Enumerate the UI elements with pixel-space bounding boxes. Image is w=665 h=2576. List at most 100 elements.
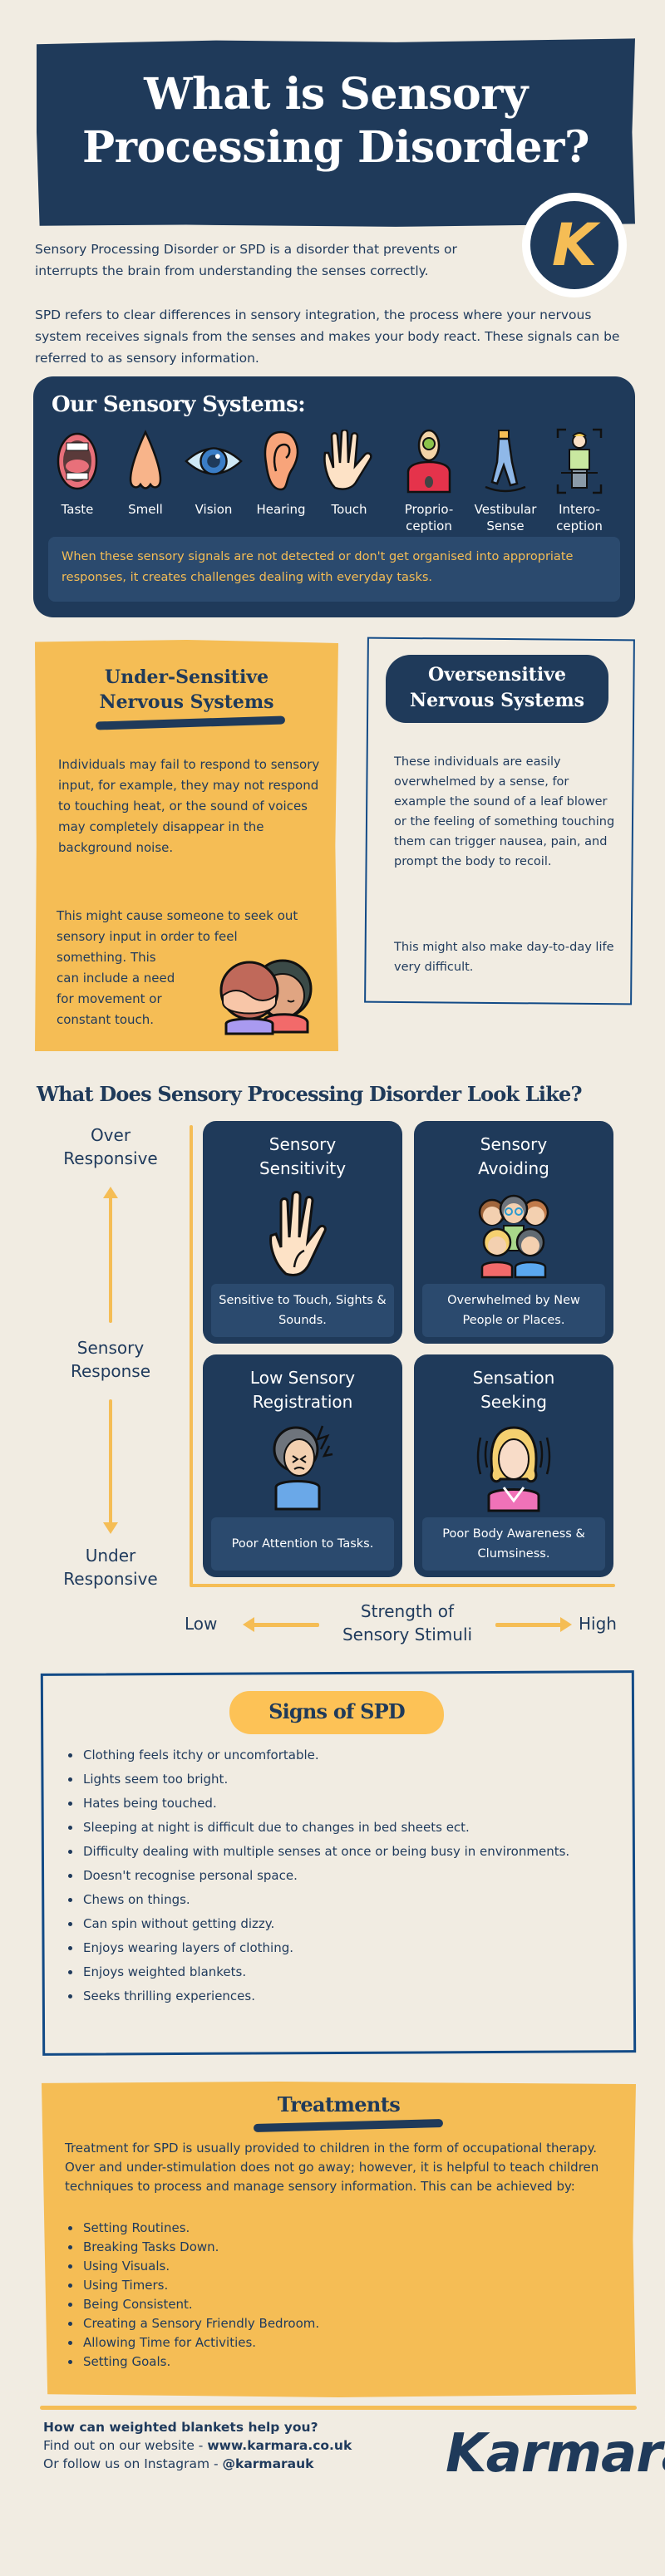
x-axis-label: Strength of Sensory Stimuli <box>342 1601 473 1644</box>
interoception-icon <box>550 428 608 494</box>
y-axis-middle-label: Sensory Response <box>70 1338 151 1381</box>
footer-question: How can weighted blankets help you? <box>43 2420 318 2435</box>
list-item: Chews on things. <box>66 1888 582 1912</box>
quadrant-low-sensory-registration: Low Sensory Registration Poor Attention … <box>203 1354 402 1577</box>
list-item: Creating a Sensory Friendly Bedroom. <box>66 2314 565 2333</box>
sense-smell: Smell <box>112 428 179 518</box>
footer-website-line: Find out on our website - www.karmara.co… <box>43 2436 352 2455</box>
list-item: Using Visuals. <box>66 2257 565 2276</box>
under-sensitive-paragraph-2: This might cause someone to seek out sen… <box>57 906 323 1030</box>
sense-interoception: Intero- ception <box>546 428 613 534</box>
sense-label: Vision <box>195 502 233 517</box>
title-line: Nervous Systems <box>99 691 274 713</box>
woman-icon <box>464 1421 564 1512</box>
under-sensitive-title: Under-Sensitive Nervous Systems <box>35 665 338 715</box>
y-axis-bottom-label: Under Responsive <box>63 1546 158 1589</box>
sense-touch: Touch <box>316 428 382 518</box>
sense-label: Hearing <box>256 502 306 517</box>
title-banner <box>37 38 635 227</box>
footer-divider <box>40 2406 637 2410</box>
hug-icon <box>214 954 321 1035</box>
headache-person-icon <box>253 1421 352 1512</box>
sense-label: Taste <box>61 502 94 517</box>
title-line: Under-Sensitive <box>104 666 269 688</box>
arrow-up-shaft <box>109 1197 112 1323</box>
logo-letter: K <box>551 211 598 279</box>
list-item: Doesn't recognise personal space. <box>66 1864 582 1888</box>
instagram-link[interactable]: @karmarauk <box>222 2456 314 2471</box>
list-item: Enjoys weighted blankets. <box>66 1960 582 1984</box>
karmara-brand-logo: Karmara <box>446 2423 665 2485</box>
nose-icon <box>116 428 175 494</box>
sensory-systems-note: When these sensory signals are not detec… <box>48 537 620 602</box>
quadrant-title: Low Sensory Registration <box>249 1368 356 1412</box>
treatments-panel <box>42 2082 636 2397</box>
arrow-up-icon <box>103 1187 118 1198</box>
eye-icon <box>185 428 243 494</box>
signs-title-badge <box>229 1691 444 1734</box>
signs-title: Signs of SPD <box>268 1699 406 1723</box>
arrow-down-icon <box>103 1522 118 1534</box>
karmara-k-logo-icon: K <box>530 201 618 289</box>
x-axis-high-label: High <box>579 1614 617 1634</box>
sense-label: Proprio- ception <box>404 502 454 533</box>
text-line: constant touch. <box>57 1012 155 1027</box>
sense-vestibular: Vestibular Sense <box>472 428 539 534</box>
title-line-2: Processing Disorder? <box>81 122 590 173</box>
arrow-left-icon <box>243 1617 254 1632</box>
crowd-icon <box>464 1187 564 1279</box>
under-sensitive-paragraph-1: Individuals may fail to respond to senso… <box>58 757 320 855</box>
sense-label: Smell <box>128 502 163 517</box>
sense-label: Vestibular Sense <box>474 502 537 533</box>
arrow-down-shaft <box>109 1399 112 1524</box>
oversensitive-title: Oversensitive Nervous Systems <box>386 662 608 714</box>
list-item: Difficulty dealing with multiple senses … <box>66 1840 582 1864</box>
ear-icon <box>252 428 310 494</box>
vestibular-icon <box>476 428 534 494</box>
list-item: Sleeping at night is difficult due to ch… <box>66 1816 582 1840</box>
list-item: Setting Routines. <box>66 2219 565 2238</box>
list-item: Using Timers. <box>66 2276 565 2295</box>
footer-website-prefix: Find out on our website - <box>43 2438 208 2453</box>
oversensitive-paragraph-2: This might also make day-to-day life ver… <box>394 941 614 974</box>
sense-label: Intero- ception <box>556 502 603 533</box>
intro-paragraph-2: SPD refers to clear differences in senso… <box>35 307 620 366</box>
oversensitive-paragraph-1: These individuals are easily overwhelmed… <box>394 755 615 868</box>
quadrant-sensory-avoiding: Sensory Avoiding Overwhelmed by New Peop… <box>414 1121 613 1344</box>
look-like-title: What Does Sensory Processing Disorder Lo… <box>37 1082 583 1106</box>
sense-taste: Taste <box>44 428 111 518</box>
quadrant-sensory-sensitivity: Sensory Sensitivity Sensitive to Touch, … <box>203 1121 402 1344</box>
quadrant-title: Sensation Seeking <box>472 1368 555 1412</box>
quadrant-description: Poor Attention to Tasks. <box>211 1517 394 1571</box>
text-line: can include a need <box>57 971 175 986</box>
text-line: something. This <box>57 950 156 965</box>
quadrant-sensation-seeking: Sensation Seeking Poor Body Awareness & … <box>414 1354 613 1577</box>
oversensitive-title-badge <box>386 655 608 723</box>
quadrant-description: Overwhelmed by New People or Places. <box>422 1284 605 1337</box>
list-item: Being Consistent. <box>66 2295 565 2314</box>
page-title: What is Sensory Processing Disorder? <box>37 68 635 175</box>
list-item: Seeks thrilling experiences. <box>66 1984 582 2008</box>
treatments-intro: Treatment for SPD is usually provided to… <box>65 2141 599 2194</box>
list-item: Allowing Time for Activities. <box>66 2333 565 2352</box>
text-line: for movement or <box>57 991 162 1006</box>
hand-icon <box>320 428 378 494</box>
website-link[interactable]: www.karmara.co.uk <box>207 2438 352 2453</box>
treatments-list: Setting Routines. Breaking Tasks Down. U… <box>66 2219 565 2372</box>
quadrant-title: Sensory Sensitivity <box>259 1134 347 1178</box>
title-line: Nervous Systems <box>409 690 585 711</box>
sense-proprioception: Proprio- ception <box>396 428 462 534</box>
list-item: Hates being touched. <box>66 1792 582 1816</box>
list-item: Can spin without getting dizzy. <box>66 1912 582 1936</box>
list-item: Setting Goals. <box>66 2352 565 2372</box>
title-line-1: What is Sensory <box>144 69 528 120</box>
arrow-left-shaft <box>253 1623 319 1627</box>
treatments-title: Treatments <box>277 2092 401 2116</box>
list-item: Lights seem too bright. <box>66 1767 582 1792</box>
intro-paragraph-1: Sensory Processing Disorder or SPD is a … <box>35 242 457 278</box>
list-item: Enjoys wearing layers of clothing. <box>66 1936 582 1960</box>
sense-vision: Vision <box>180 428 247 518</box>
arrow-right-icon <box>560 1617 572 1632</box>
frame-horizontal-line <box>190 1584 615 1587</box>
hand-icon <box>253 1187 352 1279</box>
